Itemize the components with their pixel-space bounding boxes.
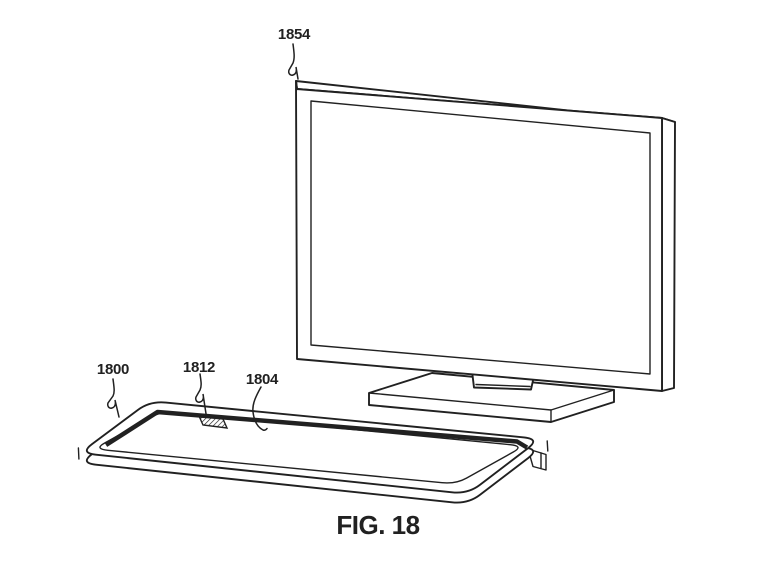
leader-lines (107, 43, 299, 431)
tablet-top-outline (85, 401, 535, 494)
monitor (295, 80, 676, 392)
leader-1800 (107, 378, 120, 418)
monitor-screen (310, 100, 651, 375)
monitor-side-surface (661, 117, 676, 392)
ref-label-1800: 1800 (97, 361, 129, 378)
ref-label-1812: 1812 (183, 359, 215, 376)
figure-caption: FIG. 18 (336, 510, 419, 540)
tablet-right-corner-seam (546, 440, 549, 452)
tablet-recess-shadow-band (104, 409, 529, 450)
tablet-device (77, 401, 549, 504)
leader-1804 (252, 386, 268, 431)
ref-label-1804: 1804 (246, 371, 279, 388)
reference-labels: 1854 1800 1812 1804 (97, 26, 311, 388)
stand-neck-foot-line (475, 383, 531, 388)
leader-1812 (195, 373, 208, 418)
leader-1854 (288, 43, 299, 80)
tablet-left-corner-seam (77, 447, 80, 460)
ref-label-1854: 1854 (278, 26, 311, 43)
connector-port (197, 415, 229, 429)
